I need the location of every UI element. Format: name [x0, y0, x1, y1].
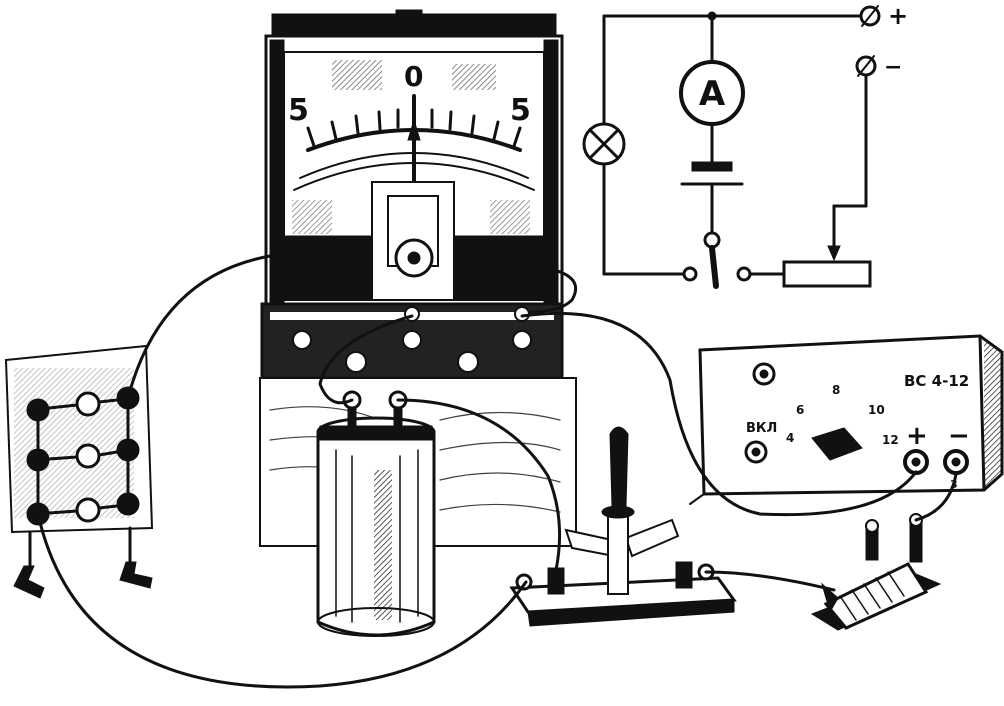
power-supply-model: ВС 4-12 — [904, 372, 969, 390]
supply-minus-label: − — [948, 421, 970, 451]
schematic-plus-label: + — [888, 2, 908, 30]
power-supply: ВС 4-12 ВКЛ 4 6 8 10 12 + − 3 — [689, 334, 1004, 505]
knife-switch — [509, 426, 737, 627]
knife-switch-handle — [609, 426, 629, 507]
switch-symbol — [703, 231, 721, 289]
ammeter-label: A — [699, 74, 726, 114]
lamp-panel-sockets — [26, 386, 140, 526]
voltage-selector-knob — [811, 427, 863, 461]
lamp-panel — [4, 344, 154, 599]
electrolyte-beaker — [316, 390, 436, 637]
schematic-terminal-minus: − — [855, 55, 902, 80]
svg-text:8: 8 — [832, 383, 840, 397]
schematic-terminal-plus: + — [859, 2, 908, 30]
rheostat — [810, 513, 942, 631]
svg-text:10: 10 — [868, 403, 885, 417]
galvanometer: 5 0 5 — [259, 9, 577, 547]
meter-scale-left-label: 5 — [288, 93, 309, 128]
battery-symbol — [680, 161, 744, 186]
circuit-schematic: A + − — [582, 2, 908, 289]
meter-scale-right-label: 5 — [510, 93, 531, 128]
meter-scale-ticks — [306, 108, 522, 148]
ammeter-symbol: A — [679, 60, 745, 126]
supply-plus-label: + — [906, 421, 928, 451]
power-switch-label: ВКЛ — [746, 421, 777, 436]
svg-text:6: 6 — [796, 403, 804, 417]
schematic-minus-label: − — [884, 55, 902, 80]
lamp-symbol — [582, 122, 626, 166]
rheostat-symbol — [782, 245, 872, 288]
svg-text:4: 4 — [786, 431, 794, 445]
svg-text:12: 12 — [882, 433, 899, 447]
voltage-taps: 4 6 8 10 12 — [786, 383, 899, 447]
connecting-wires — [36, 254, 958, 689]
meter-scale-center-label: 0 — [404, 60, 423, 93]
